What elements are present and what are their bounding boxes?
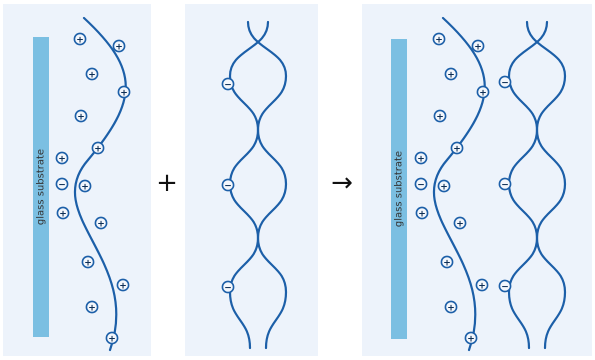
svg-text:+: + (436, 112, 444, 122)
svg-text:−: − (417, 180, 425, 190)
positive-ion-icon: + (444, 67, 458, 80)
positive-ion-icon: + (105, 331, 119, 344)
svg-text:+: + (120, 88, 128, 98)
svg-text:+: + (94, 144, 102, 154)
svg-text:+: + (447, 303, 455, 313)
plus-operator: + (156, 168, 178, 198)
svg-text:+: + (418, 209, 426, 219)
svg-text:+: + (479, 88, 487, 98)
svg-text:+: + (108, 334, 116, 344)
svg-text:−: − (501, 78, 509, 88)
positive-ion-icon: + (74, 109, 88, 122)
positive-ion-icon: + (464, 331, 478, 344)
svg-text:+: + (447, 70, 455, 80)
positive-ion-icon: + (117, 85, 131, 98)
positive-ion-icon: + (81, 255, 95, 268)
svg-text:+: + (76, 35, 84, 45)
svg-text:+: + (58, 154, 66, 164)
polyanion-double-helix (228, 20, 288, 350)
svg-text:−: − (501, 180, 509, 190)
positive-ion-icon: + (56, 206, 70, 219)
positive-ion-icon: + (112, 39, 126, 52)
positive-ion-icon: + (432, 32, 446, 45)
positive-ion-icon: + (414, 151, 428, 164)
positive-ion-icon: + (433, 109, 447, 122)
negative-ion-icon: − (498, 279, 512, 292)
panel-polyanion-strand (185, 4, 318, 356)
positive-ion-icon: + (78, 179, 92, 192)
svg-text:+: + (467, 334, 475, 344)
positive-ion-icon: + (471, 39, 485, 52)
svg-text:+: + (119, 281, 127, 291)
svg-text:+: + (474, 42, 482, 52)
svg-text:+: + (88, 303, 96, 313)
svg-text:+: + (84, 258, 92, 268)
svg-text:+: + (77, 112, 85, 122)
negative-ion-icon: − (414, 177, 428, 190)
svg-text:+: + (81, 182, 89, 192)
positive-ion-icon: + (440, 255, 454, 268)
positive-ion-icon: + (85, 300, 99, 313)
arrow-operator: → (331, 168, 353, 198)
svg-text:+: + (97, 219, 105, 229)
glass-substrate (33, 37, 49, 337)
svg-text:−: − (224, 181, 232, 191)
negative-ion-icon: − (221, 77, 235, 90)
positive-ion-icon: + (94, 216, 108, 229)
svg-text:−: − (224, 80, 232, 90)
positive-ion-icon: + (73, 32, 87, 45)
polycation-strand (73, 16, 127, 352)
negative-ion-icon: − (498, 75, 512, 88)
panel-combined-multilayer: glass substrate (362, 4, 592, 356)
positive-ion-icon: + (437, 179, 451, 192)
positive-ion-icon: + (415, 206, 429, 219)
polyanion-double-helix (228, 20, 288, 350)
svg-text:+: + (88, 70, 96, 80)
positive-ion-icon: + (85, 67, 99, 80)
svg-text:+: + (417, 154, 425, 164)
svg-text:+: + (435, 35, 443, 45)
svg-text:+: + (59, 209, 67, 219)
negative-ion-icon: − (55, 177, 69, 190)
svg-text:+: + (478, 281, 486, 291)
negative-ion-icon: − (498, 177, 512, 190)
positive-ion-icon: + (444, 300, 458, 313)
svg-text:+: + (443, 258, 451, 268)
polycation-strand (432, 16, 486, 352)
positive-ion-icon: + (91, 141, 105, 154)
positive-ion-icon: + (476, 85, 490, 98)
polyanion-double-helix (507, 20, 567, 350)
glass-substrate (391, 39, 407, 339)
positive-ion-icon: + (55, 151, 69, 164)
svg-text:−: − (224, 283, 232, 293)
svg-text:+: + (456, 219, 464, 229)
negative-ion-icon: − (221, 178, 235, 191)
positive-ion-icon: + (450, 141, 464, 154)
svg-text:+: + (453, 144, 461, 154)
positive-ion-icon: + (116, 278, 130, 291)
positive-ion-icon: + (453, 216, 467, 229)
polyanion-double-helix (507, 20, 567, 350)
negative-ion-icon: − (221, 280, 235, 293)
svg-text:+: + (115, 42, 123, 52)
positive-ion-icon: + (475, 278, 489, 291)
svg-text:+: + (440, 182, 448, 192)
svg-text:−: − (501, 282, 509, 292)
svg-text:−: − (58, 180, 66, 190)
panel-polycation-on-substrate: glass substrate (3, 4, 151, 356)
